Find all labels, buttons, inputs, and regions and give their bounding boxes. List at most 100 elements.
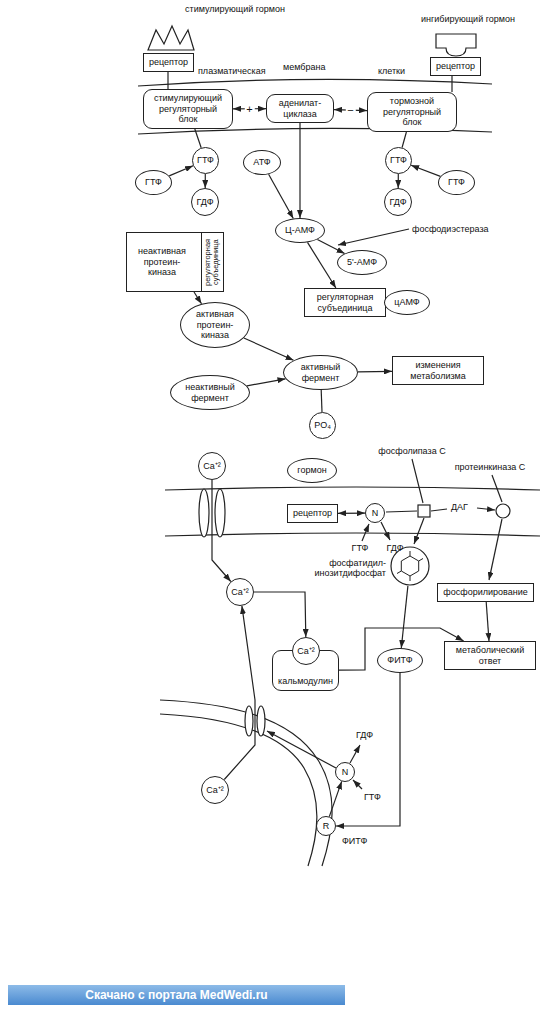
link-arrow — [353, 780, 362, 789]
hormone-label: стимулирующий гормон — [185, 4, 285, 14]
link-arrow — [350, 745, 360, 763]
connector — [269, 174, 294, 218]
protein-circle: N — [335, 762, 355, 782]
ion-circle: Ca⁺² — [198, 452, 226, 480]
nucleotide-circle: ГТФ — [385, 147, 412, 174]
link-arrow — [267, 731, 336, 768]
ion-circle: Ca⁺² — [226, 578, 254, 606]
connector — [358, 371, 392, 373]
node-text: фосфатидил-инозитдифосфат — [304, 558, 386, 579]
enzyme-square — [418, 505, 430, 517]
node-text: ГДФ — [389, 197, 406, 207]
connector — [244, 338, 294, 360]
enzyme-oval: неактивный фермент — [170, 375, 250, 410]
connector — [299, 123, 300, 218]
node-text: регуляторная субъединица — [310, 292, 380, 313]
node-text: метаболический ответ — [450, 645, 530, 666]
nucleotide-oval: ГТФ — [438, 170, 475, 195]
link-line — [167, 72, 168, 89]
nucleotide-label: ГТФ — [364, 792, 381, 802]
node-text: Ca⁺² — [231, 587, 249, 597]
connector — [401, 586, 408, 648]
node-text: ГТФ — [448, 177, 465, 187]
node-text: тормозной регуляторный блок — [373, 96, 451, 127]
connector — [205, 174, 206, 188]
membrane-label: клетки — [378, 66, 405, 76]
result-box: метаболический ответ — [444, 641, 536, 670]
process-box: фосфорилирование — [437, 583, 534, 602]
nucleotide-circle: ГДФ — [191, 188, 219, 216]
membrane-label: плазматическая — [198, 66, 266, 76]
result-box: изменения метаболизма — [392, 356, 484, 385]
messenger-oval: Ц-АМФ — [275, 218, 325, 243]
node-text: стимулирующий регуляторный блок — [149, 93, 227, 124]
nucleotide-label: ГТФ — [352, 543, 369, 553]
connector — [212, 480, 231, 582]
node-text: N — [342, 767, 349, 777]
link-arrow — [362, 524, 369, 541]
connector — [336, 673, 400, 826]
hormone-symbol — [436, 34, 476, 56]
connector — [329, 781, 341, 816]
node-text: R — [323, 821, 330, 831]
connector — [169, 166, 193, 176]
bond-line — [410, 576, 411, 581]
enzyme-label: фосфодиэстераза — [412, 224, 489, 234]
node-text: 5'-АМФ — [347, 257, 377, 267]
nucleotide-circle: ГТФ — [192, 147, 219, 174]
node-text: Ц-АМФ — [285, 225, 315, 235]
enzyme-label: протеинкиназа С — [455, 462, 526, 472]
node-text: Ca⁺² — [203, 461, 221, 471]
node-text: ГТФ — [197, 155, 214, 165]
node-text: ГТФ — [145, 177, 162, 187]
leader-line — [412, 459, 423, 503]
connector — [194, 292, 202, 304]
hormone-oval: гормон — [287, 458, 337, 483]
node-text: Ca⁺² — [206, 785, 224, 795]
connector — [486, 602, 489, 641]
reticulum-membrane — [160, 714, 317, 866]
regulatory-block: тормозной регуляторный блок — [367, 92, 457, 132]
connector — [247, 379, 286, 386]
connector — [338, 512, 365, 513]
node-text: АТФ — [253, 157, 270, 167]
phosphate-circle: PO₄ — [309, 412, 336, 439]
ion-channel — [257, 706, 265, 736]
messenger-label: ФИТФ — [342, 836, 367, 846]
connector — [254, 592, 306, 637]
link-line — [451, 76, 452, 92]
sign-label: + — [244, 102, 254, 115]
node-text: изменения метаболизма — [398, 360, 478, 381]
node-text: ГТФ — [390, 155, 407, 165]
subunit-strip: регуляторная субъединица — [201, 233, 223, 291]
bond-line — [410, 551, 411, 556]
node-text: цАМФ — [394, 297, 419, 307]
node-text: фосфорилирование — [443, 587, 527, 597]
membrane-line — [138, 79, 492, 86]
link-line — [386, 511, 417, 512]
node-text: ФИТФ — [387, 655, 412, 665]
node-text: кальмодулин — [278, 676, 333, 686]
messenger-label: ДАГ — [451, 502, 468, 512]
connector — [321, 390, 323, 412]
regulatory-block: стимулирующий регуляторный блок — [143, 89, 233, 129]
node-text: активный фермент — [293, 362, 348, 383]
node-text: регуляторная субъединица — [204, 235, 221, 289]
reticulum-membrane — [160, 700, 332, 866]
messenger-oval: ФИТФ — [377, 648, 423, 673]
hormone-label: ингибирующий гормон — [421, 14, 515, 24]
node-text: гормон — [297, 465, 326, 475]
enzyme-box: аденилат-циклаза — [266, 94, 334, 123]
node-text: Ca⁺² — [297, 646, 315, 656]
nucleotide-label: ГДФ — [386, 543, 403, 553]
hormone-symbol — [148, 26, 194, 50]
hexagon-ring — [401, 556, 418, 576]
connector — [411, 165, 440, 176]
node-text: рецептор — [149, 57, 188, 67]
link-arrow — [477, 508, 495, 510]
enzyme-oval: активный фермент — [283, 355, 358, 390]
nucleotide-oval: ГТФ — [135, 170, 172, 195]
enzyme-label: фосфолипаза С — [378, 446, 445, 456]
bond-line — [419, 559, 423, 562]
node-text: рецептор — [436, 61, 475, 71]
